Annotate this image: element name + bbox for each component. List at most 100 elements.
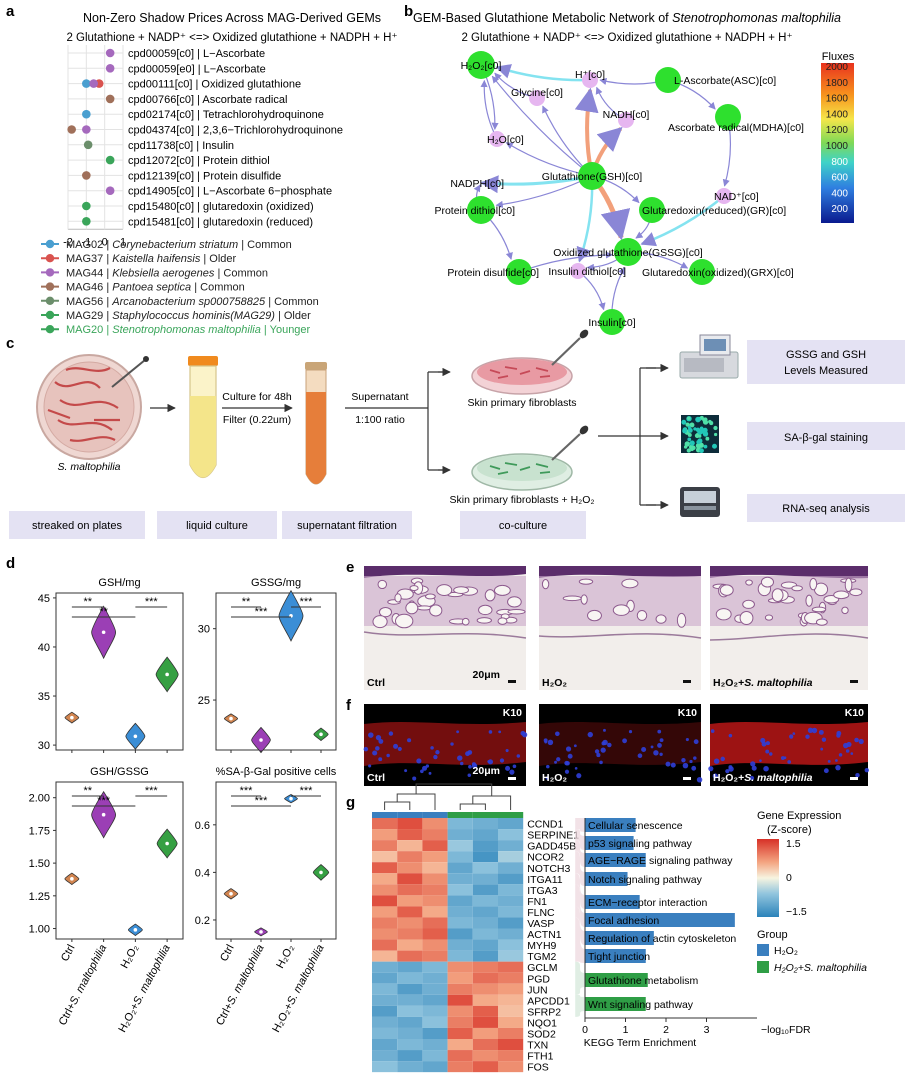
cell-vacuole: [409, 585, 419, 592]
a-legend-dot: [45, 268, 55, 277]
kegg-pathway-label: Tight junction: [588, 951, 650, 963]
a-point: [105, 186, 115, 195]
nucleus: [657, 743, 662, 748]
y-tick-label: 25: [198, 695, 210, 707]
nucleus: [420, 769, 424, 774]
dendrogram-branches: [384, 783, 512, 810]
violin-chart: GSH/GSSG1.001.251.501.752.00********Ctrl…: [29, 766, 184, 1035]
heatmap-cell: [372, 972, 398, 984]
heatmap-cell: [372, 950, 398, 962]
nucleus: [428, 771, 432, 775]
cell-vacuole: [425, 593, 436, 600]
nucleus: [565, 746, 572, 752]
heatmap-cell: [397, 884, 423, 896]
nucleus: [422, 765, 428, 771]
cell-vacuole: [394, 613, 414, 629]
nucleus: [665, 761, 671, 767]
heatmap-cell: [472, 928, 498, 940]
e-scale-label: 20μm: [473, 669, 500, 681]
nucleus: [505, 765, 511, 771]
c-super-l2: 1:100 ratio: [355, 414, 405, 426]
k10-signal: [539, 722, 701, 766]
heatmap-cell: [422, 961, 448, 973]
y-tick-label: 1.00: [29, 924, 50, 936]
group-legend-title: Group: [757, 929, 788, 941]
group-annotation: [397, 812, 423, 818]
flux-tick: 1800: [826, 78, 849, 89]
heatmap-cell: [422, 950, 448, 962]
cell-vacuole: [578, 578, 594, 585]
heatmap-cell: [447, 950, 473, 962]
cell-vacuole: [636, 609, 648, 621]
a-legend-group: | Common: [265, 296, 319, 308]
a-compound-label: cpd15480[c0] | glutaredoxin (oxidized): [128, 201, 314, 213]
sig-stars: **: [242, 596, 251, 608]
nucleus: [407, 738, 412, 743]
nucleus: [836, 730, 842, 736]
heatmap-cell: [447, 1061, 473, 1073]
sig-stars: ***: [145, 596, 159, 608]
a-legend-dot: [45, 239, 55, 249]
heatmap-cell: [397, 950, 423, 962]
cell-vacuole: [476, 617, 492, 624]
nucleus: [547, 739, 554, 746]
heatmap-cell: [422, 994, 448, 1006]
network-edge: [491, 75, 593, 177]
gene-label: NCOR2: [527, 852, 564, 864]
stained-cell: [698, 442, 704, 448]
network-edge: [495, 64, 591, 82]
kegg-pathway-label: Focal adhesion: [588, 915, 659, 927]
gene-label: ITGA11: [527, 874, 563, 886]
nucleus: [759, 759, 762, 762]
cell-vacuole: [809, 577, 818, 591]
c-out-1a: GSSG and GSH: [786, 349, 866, 361]
heatmap-cell: [422, 840, 448, 852]
kegg-bar: [585, 872, 628, 886]
nucleus: [545, 776, 549, 780]
flux-tick: 2000: [826, 62, 849, 73]
kegg-pathway-label: Wnt signaling pathway: [588, 999, 694, 1011]
gene-label: SERPINE1: [527, 830, 579, 842]
heatmap-cell: [372, 873, 398, 885]
nucleus: [855, 773, 860, 778]
x-tick-label: Ctrl: [218, 943, 237, 964]
y-tick-label: 1.75: [29, 825, 50, 837]
cell-vacuole: [655, 614, 667, 624]
cell-vacuole: [815, 618, 828, 626]
panel-d-violin-charts: GSH/mg30354045*******GSSG/mg2530********…: [29, 577, 337, 1035]
a-legend-group: | Common: [238, 239, 292, 251]
cell-vacuole: [805, 594, 813, 607]
nucleus: [843, 742, 849, 749]
heatmap-cell: [447, 961, 473, 973]
a-legend-group: | Younger: [261, 324, 311, 336]
nucleus: [811, 727, 818, 734]
heatmap-cell: [397, 818, 423, 830]
heatmap-cell: [397, 1027, 423, 1039]
stained-cell: [699, 448, 704, 454]
gene-label: SOD2: [527, 1029, 556, 1041]
heatmap-cell: [472, 862, 498, 874]
group-annotation: [472, 812, 498, 818]
heatmap-cell: [498, 994, 524, 1006]
cell-vacuole: [849, 588, 863, 597]
nucleus: [864, 767, 869, 773]
gene-label: GCLM: [527, 962, 557, 974]
network-node-label: Oxidized glutathione(GSSG)[c0]: [553, 247, 702, 259]
stained-cell: [682, 427, 687, 432]
tissue-fiber: [709, 633, 869, 641]
sig-stars: **: [99, 606, 108, 618]
nucleus: [693, 756, 697, 760]
group-annotation: [372, 812, 398, 818]
nucleus: [567, 753, 573, 759]
nucleus: [416, 758, 422, 764]
gene-label: ITGA3: [527, 885, 558, 897]
nucleus: [792, 732, 796, 735]
nucleus: [659, 738, 664, 743]
group-annotation: [498, 812, 524, 818]
nucleus: [708, 766, 714, 772]
heatmap-cell: [372, 829, 398, 841]
cell-vacuole: [493, 584, 511, 596]
